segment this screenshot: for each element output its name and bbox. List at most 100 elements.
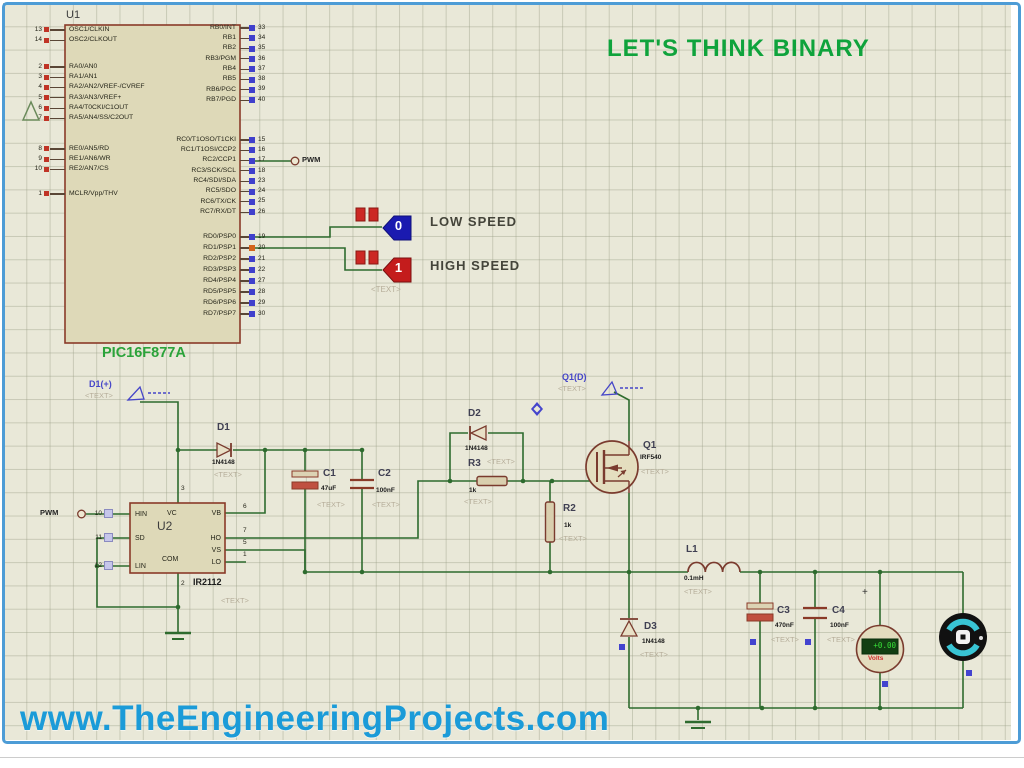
d3-value-label: 1N4148: [642, 638, 665, 645]
u2-pin-10-marker: [104, 509, 113, 518]
logic-probe-low[interactable]: [355, 207, 412, 241]
u1-pin-21-number: 21: [258, 254, 266, 262]
u1-pin-8-number: 8: [38, 144, 42, 152]
u1-pin-34-stub: [240, 37, 249, 39]
u1-pin-38-marker: [249, 76, 255, 83]
u1-pin-15-label: RC0/T1OSO/T1CKI: [176, 135, 236, 143]
u1-pin-10-stub: [50, 169, 65, 171]
u1-pin-39-marker: [249, 86, 255, 93]
u1-pin-8-stub: [50, 148, 65, 150]
pwm-terminal-in[interactable]: [77, 509, 86, 519]
u1-pin-3-label: RA1/AN1: [69, 73, 98, 81]
u1-pin-15-marker: [249, 137, 255, 143]
q1-ref-label: Q1: [643, 440, 657, 451]
c4-capacitor-symbol[interactable]: [803, 606, 827, 620]
probe-d1-plus-label[interactable]: D1(+): [89, 379, 112, 389]
u1-pin-39-stub: [240, 89, 249, 91]
probe-q1-drain-label[interactable]: Q1(D): [562, 372, 587, 382]
voltmeter-symbol[interactable]: [855, 624, 905, 674]
c1-text-placeholder: <TEXT>: [317, 500, 345, 509]
u1-pin-18-marker: [249, 167, 255, 174]
d2-ref-label: D2: [468, 408, 481, 419]
c3-text-placeholder: <TEXT>: [771, 635, 799, 644]
u1-pin-19-marker: [249, 234, 255, 240]
u1-pin-30-number: 30: [258, 309, 266, 317]
u1-chip-body[interactable]: [64, 24, 241, 344]
u2-pin-3-number: 3: [181, 485, 185, 492]
u1-pin-29-number: 29: [258, 298, 266, 306]
watermark-text: www.TheEngineeringProjects.com: [20, 699, 610, 738]
u1-pin-25-stub: [240, 201, 249, 203]
u1-pin-27-marker: [249, 278, 255, 284]
c1-capacitor-symbol[interactable]: [291, 470, 319, 490]
u2-pin-6-number: 6: [243, 502, 247, 510]
u1-pin-21-stub: [240, 258, 249, 260]
voltmeter-polarity: +: [862, 587, 868, 598]
c2-text-placeholder: <TEXT>: [372, 500, 400, 509]
u1-pin-27-number: 27: [258, 276, 266, 284]
junction-dots: [94, 447, 883, 711]
u1-pin-29-marker: [249, 300, 255, 306]
dc-motor-symbol[interactable]: [939, 613, 987, 661]
d3-diode-symbol[interactable]: [619, 618, 639, 637]
r2-resistor-symbol[interactable]: [544, 501, 556, 543]
q1-mosfet-symbol[interactable]: [585, 440, 639, 494]
u1-pin-10-marker: [44, 167, 49, 172]
component-origin-markers: [619, 639, 972, 687]
r3-resistor-symbol[interactable]: [476, 475, 508, 487]
u2-ref-label: U2: [157, 519, 173, 533]
d1-diode-symbol[interactable]: [216, 441, 233, 459]
q1-value-label: IRF540: [640, 454, 662, 461]
c2-capacitor-symbol[interactable]: [350, 478, 374, 490]
u1-pin-23-stub: [240, 180, 249, 182]
u1-pin-23-label: RC4/SDI/SDA: [193, 177, 236, 184]
u1-pin-40-marker: [249, 97, 255, 104]
u1-pin-7-number: 7: [38, 114, 42, 122]
u2-pin-2-label: COM: [162, 556, 179, 563]
d2-diode-symbol[interactable]: [469, 424, 487, 442]
voltmeter-reading: +0.00: [873, 641, 896, 650]
u1-pin-29-stub: [240, 302, 249, 304]
u2-pin-11-number: 11: [95, 533, 102, 541]
probe-d1-plus-flag[interactable]: [126, 385, 170, 401]
u1-pin-25-marker: [249, 198, 255, 205]
q1-text-placeholder: <TEXT>: [641, 467, 669, 476]
u1-pin-35-label: RB2: [222, 44, 236, 52]
u1-pin-30-marker: [249, 311, 255, 317]
u2-chip-body[interactable]: [129, 502, 226, 574]
u1-pin-20-stub: [240, 247, 249, 249]
logic-probe-high[interactable]: [355, 250, 412, 283]
u1-pin-28-marker: [249, 289, 255, 295]
r2-ref-label: R2: [563, 503, 576, 514]
u1-pin-7-marker: [44, 115, 49, 121]
u1-pin-38-stub: [240, 78, 249, 81]
u1-pin-24-label: RC5/SDO: [205, 187, 236, 195]
c1-ref-label: C1: [323, 468, 336, 479]
ground-symbol-output: [685, 720, 711, 729]
u1-pin-24-stub: [240, 190, 249, 193]
c3-capacitor-symbol[interactable]: [746, 602, 774, 622]
r3-value-label: 1k: [469, 487, 477, 494]
u1-pin-39-number: 39: [258, 85, 266, 93]
u1-pin-40-number: 40: [258, 95, 266, 103]
u1-pin-24-number: 24: [258, 187, 266, 195]
probe-q1-drain-flag[interactable]: [600, 380, 644, 396]
u1-pin-6-label: RA4/T0CKI/C1OUT: [69, 104, 129, 111]
u1-pin-20-number: 20: [258, 243, 266, 251]
u1-pin-25-number: 25: [258, 197, 266, 205]
r2-text-placeholder: <TEXT>: [559, 534, 587, 543]
pwm-terminal-out[interactable]: [290, 156, 300, 166]
u1-pin-3-stub: [50, 76, 65, 78]
l1-inductor-symbol[interactable]: [687, 561, 741, 573]
u1-pin-7-stub: [50, 117, 65, 120]
l1-text-placeholder: <TEXT>: [684, 587, 712, 596]
ground-symbol-u2: [165, 631, 191, 640]
u1-pin-10-number: 10: [34, 165, 42, 173]
u2-pin-2-number: 2: [181, 580, 185, 587]
u1-pin-20-label: RD1/PSP1: [203, 243, 236, 251]
u1-pin-1-stub: [50, 193, 65, 195]
origin-marker-icon: [531, 402, 543, 416]
u1-pin-9-label: RE1/AN6/WR: [69, 155, 111, 163]
u1-pin-37-number: 37: [258, 64, 266, 72]
